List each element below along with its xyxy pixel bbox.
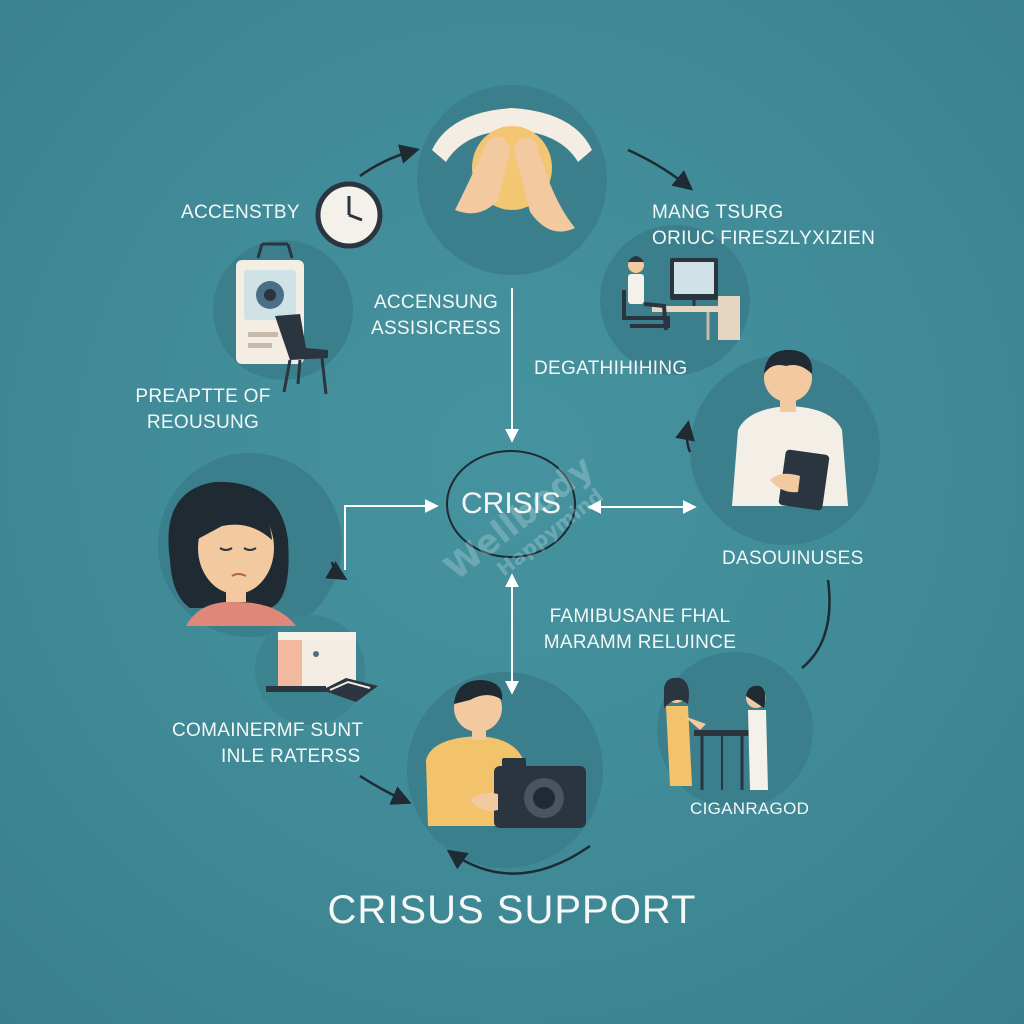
cycle-arrow-bottom-left — [359, 774, 412, 805]
label-top-right-line1: MANG TSURG — [652, 202, 784, 223]
woman-face-icon — [168, 481, 296, 626]
crisis-ring — [446, 450, 576, 558]
crisis-node: CRISIS — [460, 487, 562, 520]
label-left-line1: PREAPTTE OF — [135, 386, 271, 407]
cycle-arrow-top-right — [627, 148, 694, 191]
label-top-left: ACCENSTBY — [181, 202, 300, 223]
cycle-arrow-top-left — [359, 144, 420, 178]
page-title: CRISUS SUPPORT — [327, 888, 697, 932]
label-center-top-line1: ACCENSUNG — [373, 292, 499, 313]
label-center-bottom-line2: MARAMM RELUINCE — [543, 632, 737, 653]
clock-icon — [315, 181, 383, 249]
box-book-icon — [266, 632, 378, 702]
label-right: DASOUINUSES — [722, 548, 864, 569]
cycle-arrow-bottom — [446, 844, 591, 875]
arrow-left-to-crisis — [344, 499, 439, 570]
cycle-arrow-left — [325, 561, 348, 581]
caregivers-icon — [664, 677, 768, 790]
cycle-arrow-right — [801, 579, 831, 669]
label-bottom-right: CIGANRAGOD — [690, 799, 810, 818]
label-center-bottom-line1: FAMIBUSANE FHAL — [549, 606, 731, 627]
label-top-right-line2: ORIUC FIRESZLYXIZIEN — [652, 228, 876, 249]
cycle-arrow-right-up — [675, 420, 695, 453]
label-left-line2: REOUSUNG — [146, 412, 260, 433]
label-center-top-line2: ASSISICRESS — [370, 318, 501, 339]
man-tablet-icon — [732, 349, 848, 511]
person-camera-icon — [426, 680, 586, 828]
label-bottom-left-line2: INLE RATERSS — [221, 746, 361, 767]
label-bottom-left-line1: COMAINERMF SUNT — [172, 720, 364, 741]
phone-hands-icon — [432, 108, 592, 232]
device-chair-icon — [236, 242, 328, 395]
desk-worker-icon — [622, 256, 740, 340]
label-right-middle: DEGATHIHIHING — [534, 358, 688, 379]
